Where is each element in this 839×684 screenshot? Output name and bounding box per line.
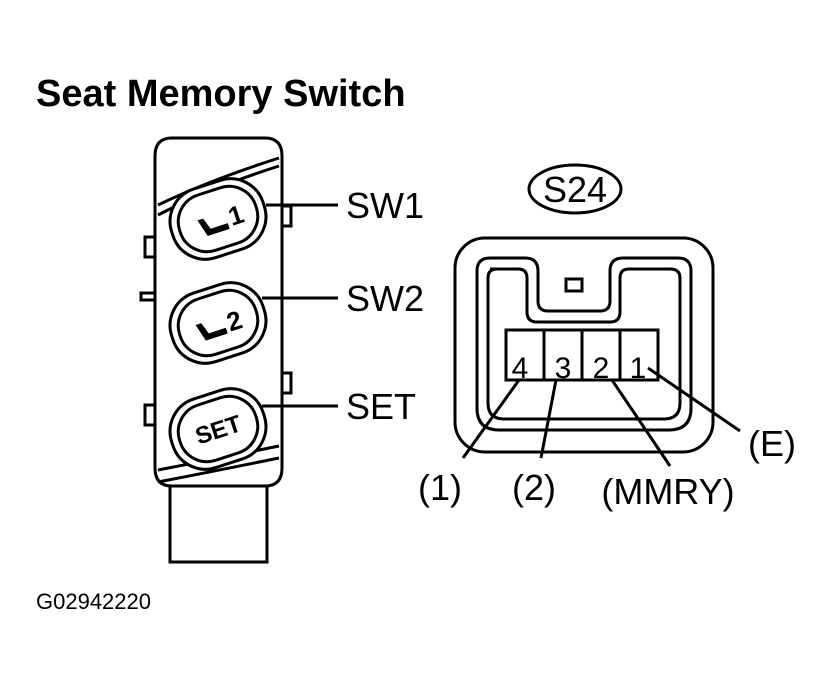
pin-4: 4: [512, 352, 529, 385]
memory-button-1[interactable]: 1: [161, 170, 275, 268]
seat-icon: [197, 218, 230, 236]
figure-code: G02942220: [36, 589, 151, 614]
connector-housing: [453, 236, 715, 454]
set-label: SET: [346, 386, 416, 427]
pin-3: 3: [555, 352, 572, 385]
diagram-title: Seat Memory Switch: [36, 73, 406, 115]
connector-code-oval: [527, 163, 623, 215]
connector-code: S24: [543, 169, 607, 210]
pin-2: 2: [593, 352, 610, 385]
sw1-label: SW1: [346, 185, 424, 226]
set-button[interactable]: SET: [161, 380, 275, 478]
signal-2-label: (2): [512, 467, 556, 508]
signal-mmry-label: (MMRY): [601, 471, 734, 512]
memory-button-2[interactable]: 2: [161, 274, 275, 372]
sw2-label: SW2: [346, 278, 424, 319]
signal-1-label: (1): [418, 467, 462, 508]
pin-1: 1: [630, 352, 647, 385]
pin-2-leader: [610, 379, 672, 467]
seat-icon: [195, 323, 228, 341]
signal-e-label: (E): [748, 423, 796, 464]
pin-3-leader: [539, 379, 558, 459]
pin-1-leader: [647, 366, 741, 433]
pin-4-leader: [461, 379, 521, 459]
